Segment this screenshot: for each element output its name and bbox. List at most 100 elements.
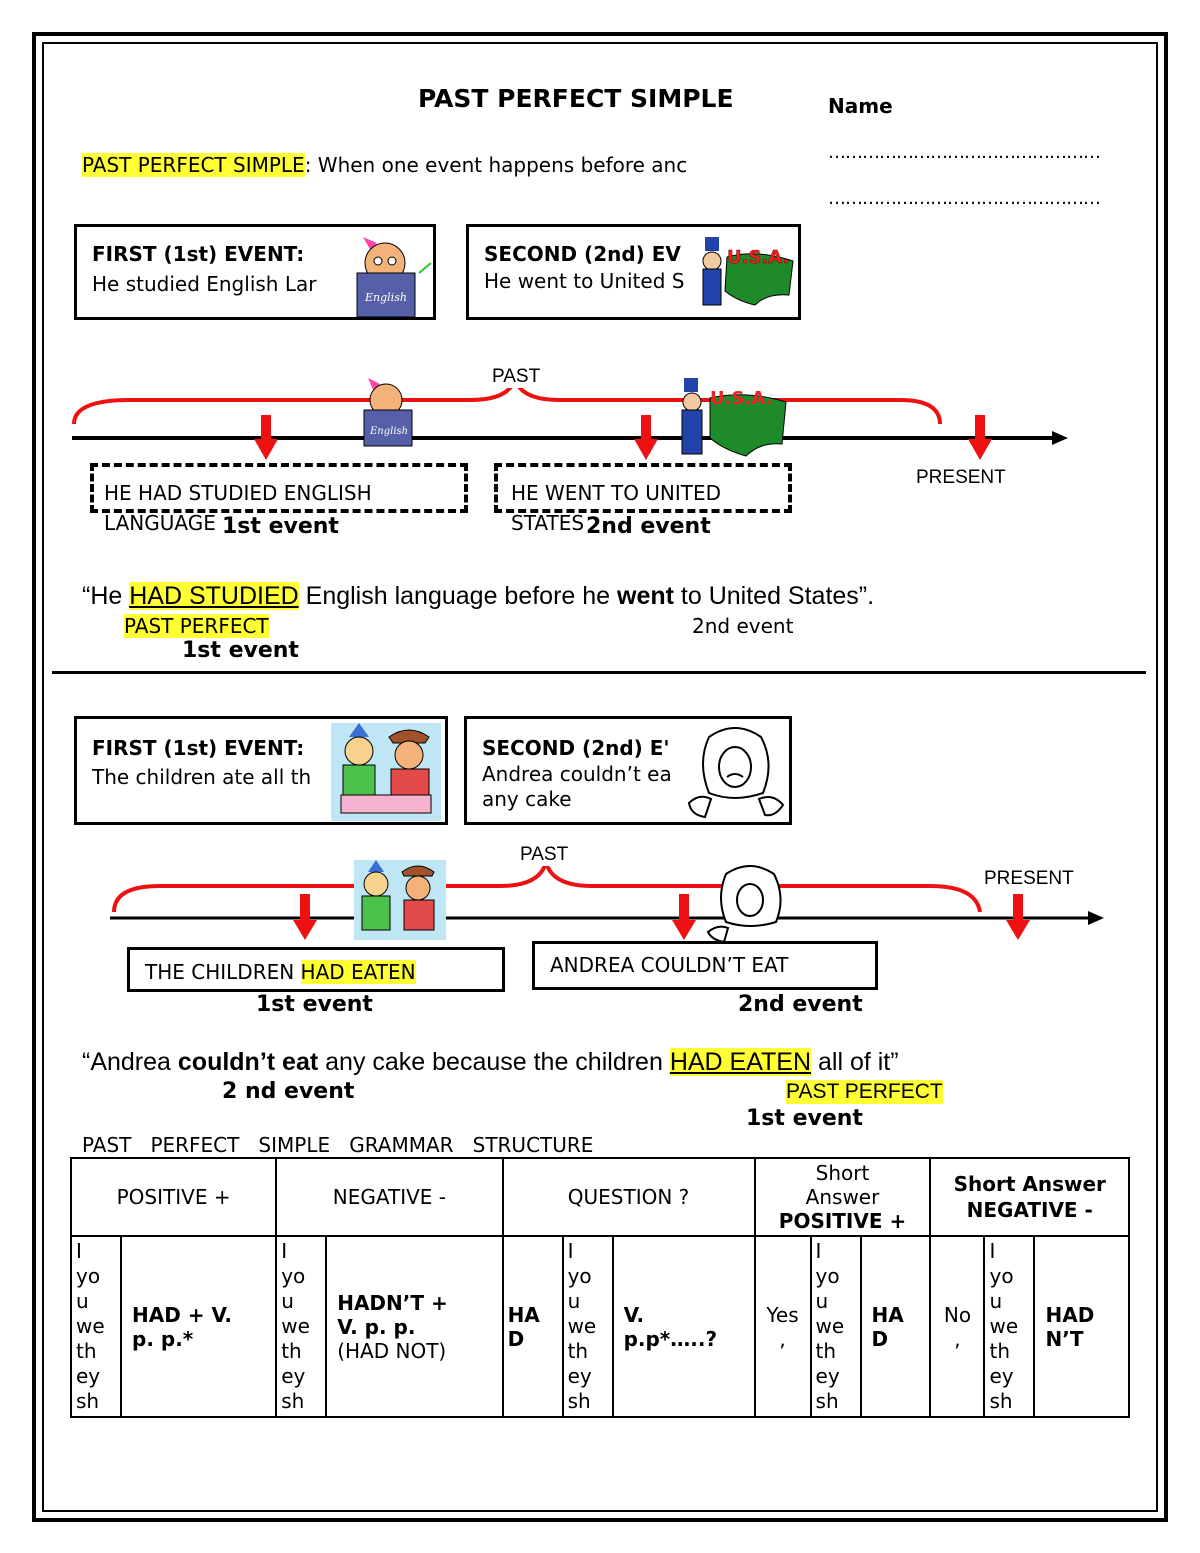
pronoun-fragment: we bbox=[281, 1314, 310, 1338]
timeline-usa-text: U.S.A. bbox=[710, 388, 772, 409]
pronoun-fragment: yo bbox=[76, 1264, 101, 1288]
cell-line: HA bbox=[871, 1302, 904, 1327]
pronoun-fragment: th bbox=[76, 1339, 97, 1363]
arrow-event2-2 bbox=[672, 894, 696, 940]
arrow-present-2 bbox=[1006, 894, 1030, 940]
arrow-present bbox=[968, 415, 992, 460]
positive-form-2: p. p.* bbox=[132, 1326, 194, 1351]
pronoun-fragment: I bbox=[76, 1239, 82, 1263]
arrow-event1-2 bbox=[293, 894, 317, 940]
header-short-negative-1: Short Answer bbox=[953, 1172, 1106, 1196]
name-line-2: ………………………………………… bbox=[828, 188, 1101, 209]
pronoun-fragment: we bbox=[567, 1314, 597, 1338]
pronoun-fragment: we bbox=[76, 1314, 105, 1338]
negative-form: HADN’T + V. p. p. (HAD NOT) bbox=[325, 1235, 504, 1418]
timeline-2 bbox=[110, 860, 1104, 944]
sentence2-mid: any cake because the children bbox=[318, 1048, 670, 1076]
event2-dashed-box bbox=[494, 463, 792, 513]
pronoun-fragment: I bbox=[567, 1239, 574, 1263]
arrow-event2 bbox=[634, 415, 658, 460]
second-event-text-2b: any cake bbox=[482, 787, 572, 811]
header-question: QUESTION ? bbox=[501, 1157, 756, 1237]
cell-line: HA bbox=[507, 1302, 540, 1327]
pronoun-fragment: ey bbox=[281, 1364, 306, 1388]
first-event-title: FIRST (1st) EVENT: bbox=[92, 242, 305, 266]
uncle-sam-timeline-icon: U.S.A. bbox=[681, 378, 787, 457]
past-perfect-tag-1: PAST PERFECT bbox=[124, 614, 269, 638]
sentence2-first-event: 1st event bbox=[746, 1106, 863, 1131]
pronoun-fragment: u bbox=[989, 1289, 1003, 1313]
pronoun-fragment: th bbox=[567, 1339, 589, 1363]
sentence2-open: “Andrea bbox=[82, 1048, 178, 1076]
event1-label: 1st event bbox=[222, 514, 339, 539]
pronoun-fragment: ey bbox=[76, 1364, 101, 1388]
first-event-text-2: The children ate all th bbox=[92, 765, 312, 789]
upset-woman-timeline-icon bbox=[706, 865, 782, 944]
sentence1-second-event: 2nd event bbox=[692, 614, 794, 638]
second-event-box-2: SECOND (2nd) E' Andrea couldn’t ea any c… bbox=[464, 716, 792, 825]
page-title: PAST PERFECT SIMPLE bbox=[418, 84, 734, 113]
definition-term: PAST PERFECT SIMPLE bbox=[82, 153, 305, 177]
second-event-box: SECOND (2nd) EV He went to United S U.S.… bbox=[466, 224, 801, 320]
event2-label: 2nd event bbox=[586, 514, 711, 539]
negative-form-2: V. p. p. bbox=[337, 1314, 416, 1339]
event2-box-2: ANDREA COULDN’T EAT bbox=[532, 941, 878, 990]
pronoun-fragment: th bbox=[815, 1339, 837, 1363]
first-event-box: FIRST (1st) EVENT: He studied English La… bbox=[74, 224, 436, 320]
children-eating-cake-icon bbox=[331, 723, 441, 821]
pronoun-fragment: u bbox=[76, 1289, 89, 1313]
page-border-outer bbox=[32, 32, 1168, 1522]
cell-line: HAD bbox=[1045, 1302, 1095, 1327]
past-label-2: PAST bbox=[520, 844, 569, 866]
pronoun-fragment: sh bbox=[815, 1389, 839, 1413]
event1-box-2-plain: THE CHILDREN bbox=[145, 960, 301, 984]
definition-text: : When one event happens before anc bbox=[304, 153, 688, 177]
first-event-text: He studied English Lar bbox=[92, 272, 317, 296]
header-short-negative: Short Answer NEGATIVE - bbox=[929, 1157, 1130, 1237]
negative-note: (HAD NOT) bbox=[337, 1338, 447, 1363]
event1-box-2-text: THE CHILDREN HAD EATEN bbox=[145, 960, 416, 984]
sentence2-bold: couldn’t eat bbox=[177, 1048, 319, 1076]
cell-line: , bbox=[954, 1326, 961, 1351]
short-yes: Yes, bbox=[753, 1235, 812, 1418]
second-event-title: SECOND (2nd) EV bbox=[484, 242, 681, 266]
sentence1-end: to United States”. bbox=[673, 582, 875, 610]
pronoun-fragment: we bbox=[815, 1314, 845, 1338]
usa-text: U.S.A. bbox=[727, 247, 789, 268]
pronoun-fragment: I bbox=[281, 1239, 288, 1263]
student-book-icon: English bbox=[356, 237, 432, 317]
first-event-title-2: FIRST (1st) EVENT: bbox=[92, 736, 305, 760]
pronoun-fragment: u bbox=[815, 1289, 829, 1313]
sentence2-highlight: HAD EATEN bbox=[669, 1048, 812, 1076]
header-short-positive-1: Short bbox=[815, 1161, 870, 1185]
student-book-timeline-icon: English bbox=[363, 378, 413, 447]
pronoun-fragment: yo bbox=[281, 1264, 306, 1288]
negative-form-1: HADN’T + bbox=[337, 1290, 448, 1315]
event1-label-2: 1st event bbox=[256, 992, 373, 1017]
second-event-text: He went to United S bbox=[484, 269, 685, 293]
book-cover-text: English bbox=[364, 291, 407, 304]
cell-line: No bbox=[943, 1302, 972, 1327]
sentence1-mid: English language before he bbox=[298, 582, 618, 610]
header-short-positive-3: POSITIVE + bbox=[778, 1209, 907, 1233]
sentence1-first-event: 1st event bbox=[182, 638, 299, 663]
cell-line: , bbox=[779, 1326, 786, 1351]
sentence1-went: went bbox=[617, 582, 674, 610]
name-label: Name bbox=[828, 94, 893, 118]
second-event-title-2: SECOND (2nd) E' bbox=[482, 736, 670, 760]
upset-woman-icon bbox=[687, 727, 785, 819]
cell-line: p.p*…..? bbox=[623, 1326, 718, 1351]
section-divider bbox=[52, 671, 1146, 674]
pronoun-fragment: sh bbox=[281, 1389, 305, 1413]
sentence1-open: “He bbox=[82, 582, 130, 610]
pronoun-fragment: ey bbox=[815, 1364, 840, 1388]
pronoun-fragment: th bbox=[989, 1339, 1011, 1363]
pronoun-fragment: sh bbox=[567, 1389, 591, 1413]
pronoun-fragment: sh bbox=[989, 1389, 1013, 1413]
pronoun-fragment: ey bbox=[567, 1364, 592, 1388]
event2-box-line2: STATES bbox=[511, 511, 585, 535]
